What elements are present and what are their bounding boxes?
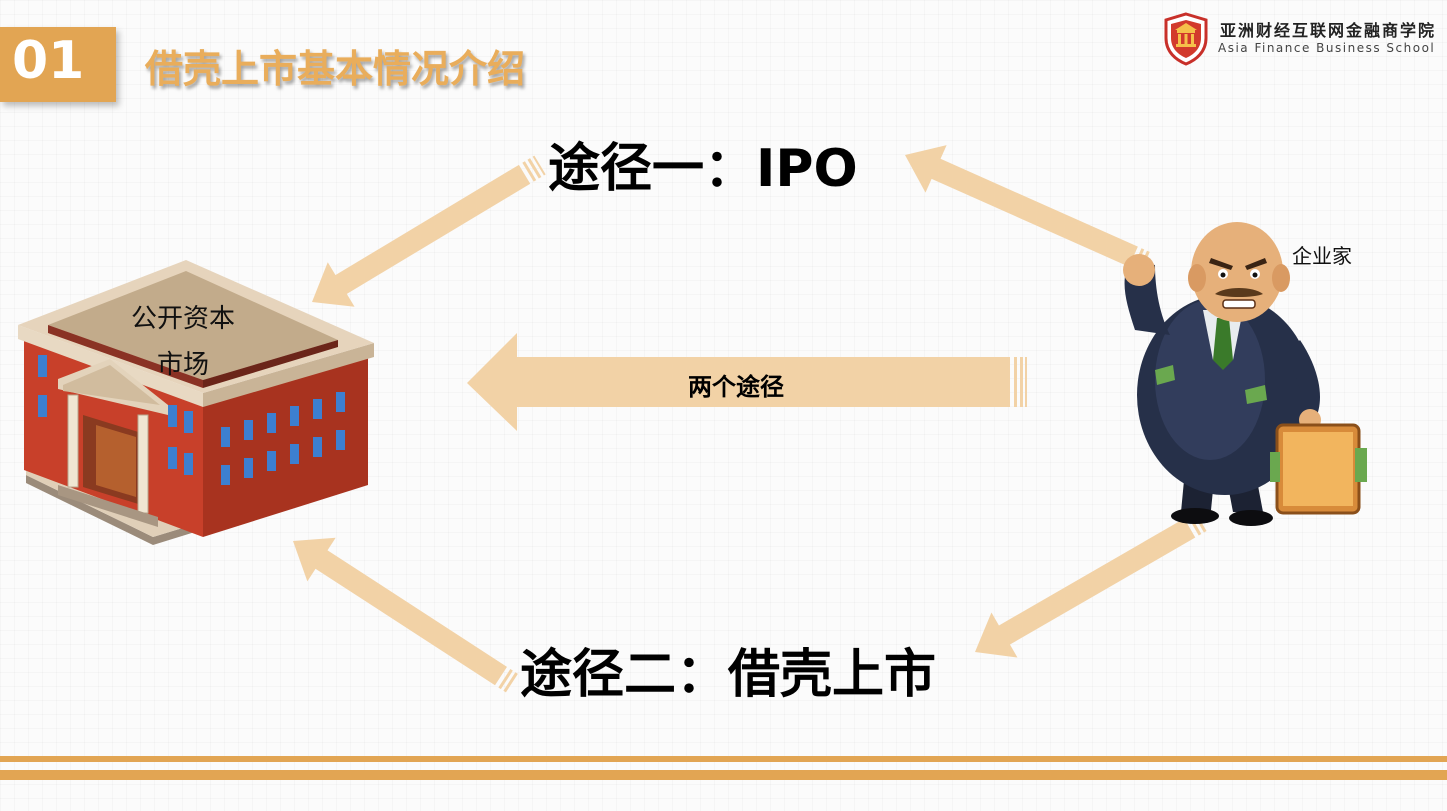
arrow-entrepreneur-to-backdoor (975, 511, 1207, 658)
shield-temple-icon (1164, 12, 1208, 66)
school-logo: 亚洲财经互联网金融商学院 Asia Finance Business Schoo… (1160, 12, 1440, 68)
page-title: 借壳上市基本情况介绍 (145, 47, 526, 91)
section-number-box: 01 (0, 27, 116, 102)
entrepreneur-icon (1123, 222, 1367, 526)
route-two-label: 途径二：借壳上市 (520, 645, 937, 705)
stock-exchange-building-icon (18, 260, 374, 545)
entrepreneur-label: 企业家 (1292, 244, 1352, 268)
logo-chinese-name: 亚洲财经互联网金融商学院 (1220, 21, 1437, 40)
footer-divider-thick (0, 770, 1447, 780)
route-one-label: 途径一：IPO (548, 139, 858, 199)
building-label-line2: 市场 (156, 350, 209, 380)
building-label-line1: 公开资本 (130, 304, 235, 334)
logo-english-name: Asia Finance Business School (1218, 41, 1436, 55)
arrow-backdoor-to-market (293, 537, 518, 693)
footer-divider-thin (0, 756, 1447, 762)
middle-arrow-label: 两个途径 (688, 373, 784, 401)
arrow-two-routes (467, 333, 1027, 431)
section-number: 01 (12, 31, 85, 91)
arrow-ipo-to-market (312, 155, 546, 307)
building-label: 公开资本 市场 (128, 296, 238, 388)
